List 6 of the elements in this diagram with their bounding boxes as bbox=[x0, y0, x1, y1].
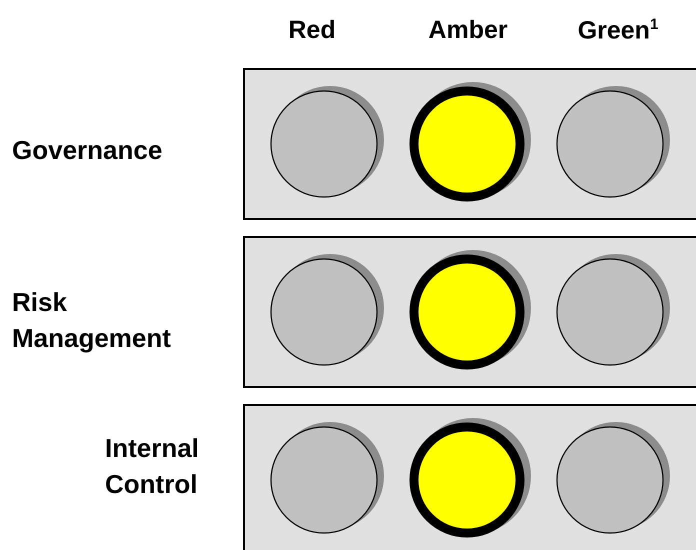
column-heading: Red bbox=[287, 16, 337, 45]
row-label: Risk Management bbox=[12, 286, 172, 355]
row-label: Internal Control bbox=[105, 432, 200, 501]
column-heading: Green$^{1}$ bbox=[576, 16, 660, 46]
column-heading: Amber bbox=[427, 16, 509, 45]
row-label: Governance bbox=[12, 134, 164, 167]
